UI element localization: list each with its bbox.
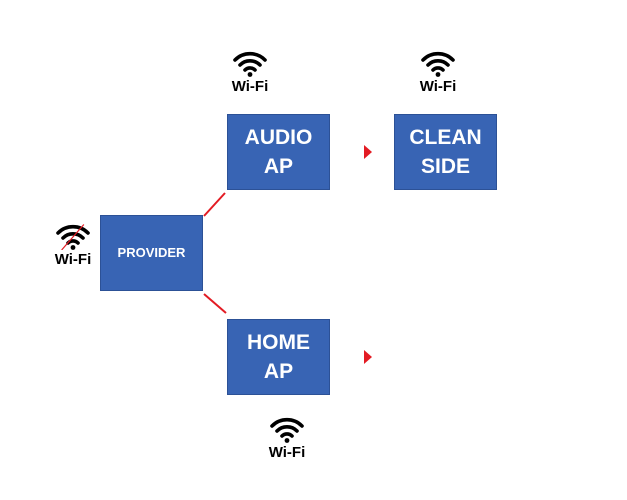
wifi-icon	[421, 51, 455, 77]
clean-side-label: CLEAN SIDE	[409, 126, 482, 178]
wifi-audio-ap: Wi-Fi	[220, 51, 280, 99]
arrow-home-icon	[364, 350, 372, 364]
provider-label: PROVIDER	[117, 245, 186, 260]
clean-side-box: CLEAN SIDE	[394, 114, 497, 190]
connector-provider-audio	[203, 192, 226, 217]
arrow-audio-to-clean-icon	[364, 145, 372, 159]
strike-through-icon	[61, 224, 85, 250]
wifi-clean-side: Wi-Fi	[408, 51, 468, 99]
audio-ap-box: AUDIO AP	[227, 114, 330, 190]
wifi-icon	[233, 51, 267, 77]
wifi-label: Wi-Fi	[231, 78, 269, 95]
wifi-label: Wi-Fi	[419, 78, 457, 95]
wifi-label: Wi-Fi	[268, 444, 306, 461]
wifi-provider-disabled: Wi-Fi	[43, 224, 103, 272]
provider-box: PROVIDER	[100, 215, 203, 291]
connector-provider-home	[203, 293, 227, 314]
audio-ap-label: AUDIO AP	[244, 126, 313, 178]
wifi-icon	[270, 417, 304, 443]
home-ap-label: HOME AP	[247, 331, 310, 383]
wifi-home-ap: Wi-Fi	[257, 417, 317, 465]
wifi-label: Wi-Fi	[54, 251, 92, 268]
home-ap-box: HOME AP	[227, 319, 330, 395]
